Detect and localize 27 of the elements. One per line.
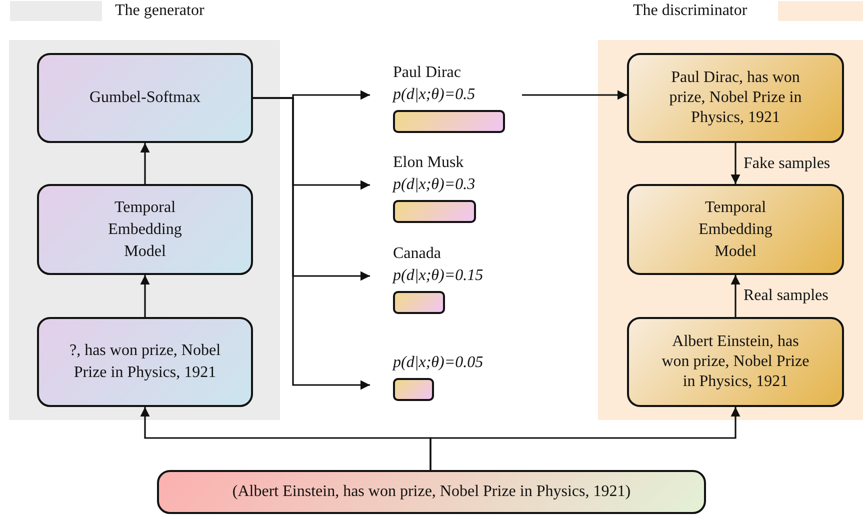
arrow [140,275,150,317]
entity-label: Paul Dirac [392,63,461,83]
arrow [140,143,150,184]
probability-label: p(d|x;θ)=0.3 [391,175,476,195]
panel-background [598,40,863,420]
process-box: Albert Einstein, has won prize, Nobel Prize in Physics, 1921 [627,317,844,407]
process-box: Temporal Embedding Model [627,184,844,275]
legend-label: The generator [115,1,204,21]
legend-label: The discriminator [633,1,748,21]
process-box: Temporal Embedding Model [37,184,253,275]
process-box: ?, has won prize, Nobel Prize in Physics, 1921 [37,317,253,407]
probability-label: p(d|x;θ)=0.15 [391,266,484,286]
probability-label: p(d|x;θ)=0.5 [391,85,476,105]
edge-label: Fake samples [744,154,830,174]
edge-label: Real samples [744,286,828,306]
arrow [430,407,740,470]
arrow [730,143,740,184]
input-box: (Albert Einstein, has won prize, Nobel Prize in Physics, 1921) [157,470,706,514]
entity-label: Canada [392,244,441,264]
process-box: Paul Dirac, has won prize, Nobel Prize in Physics, 1921 [627,53,844,143]
panel-background [9,40,280,420]
probability-label: p(d|x;θ)=0.05 [391,353,484,373]
arrow [522,90,627,100]
arrow [253,97,370,390]
entity-label: Elon Musk [392,153,464,173]
process-box: Gumbel-Softmax [37,53,253,143]
arrow [730,275,740,317]
